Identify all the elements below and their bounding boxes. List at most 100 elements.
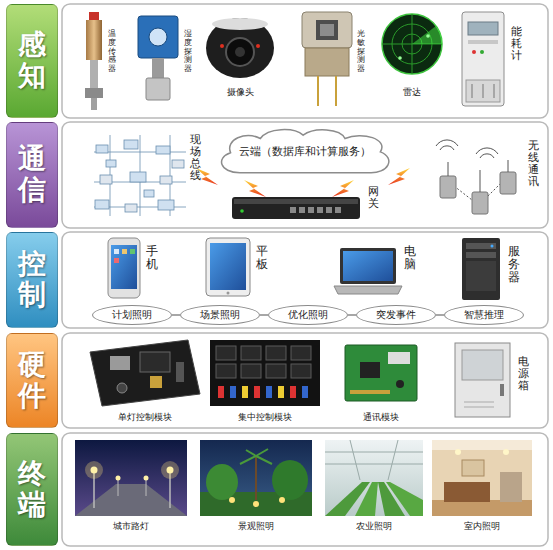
street-light-photo — [91, 467, 98, 474]
single-lamp-board — [117, 383, 127, 393]
energy-meter — [462, 12, 504, 106]
street-light-photo — [75, 440, 187, 516]
central-control-board — [291, 346, 311, 360]
wireless-nodes — [440, 146, 454, 150]
light-sensor — [335, 76, 337, 106]
street-light-photo — [75, 440, 187, 516]
power-cabinet — [462, 350, 503, 380]
component-label: 服务器 — [508, 245, 520, 285]
layer-title: 控制 — [18, 249, 46, 311]
street-light-photo — [118, 478, 119, 496]
indoor-light-photo — [432, 440, 532, 516]
layer-title: 硬件 — [18, 350, 46, 412]
agriculture-light-photo — [325, 452, 423, 453]
street-light-photo — [161, 461, 179, 479]
component-label: 能耗计 — [511, 26, 522, 62]
landscape-light-photo — [240, 449, 272, 464]
indoor-light-photo — [455, 449, 461, 455]
radar — [412, 26, 442, 44]
power-cabinet — [455, 343, 510, 417]
layer-band: 控制 — [6, 232, 58, 328]
communication-board — [345, 345, 417, 401]
central-control-board — [210, 340, 320, 406]
temperature-sensor — [85, 88, 103, 98]
chain-connector — [172, 314, 180, 316]
street-light-photo — [167, 467, 174, 474]
phone — [111, 245, 137, 289]
gateway-device — [335, 207, 341, 213]
phone — [114, 249, 119, 254]
humidity-detector — [138, 16, 178, 58]
fieldbus-network — [94, 135, 186, 216]
energy-meter — [480, 50, 484, 54]
central-control-board — [278, 386, 284, 398]
humidity-detector — [152, 58, 164, 78]
landscape-light-photo — [206, 464, 238, 500]
camera-dome — [256, 44, 260, 48]
phone — [114, 258, 119, 263]
temperature-sensor — [85, 12, 103, 110]
communication-board — [396, 380, 404, 388]
single-lamp-board — [140, 352, 170, 372]
fieldbus-network — [158, 200, 174, 210]
light-sensor — [305, 48, 349, 76]
landscape-light-photo — [255, 456, 257, 500]
node-text: 云端（数据库和计算服务） — [239, 144, 371, 159]
component-label: 电脑 — [404, 245, 416, 271]
fieldbus-network — [100, 175, 112, 184]
node-text: 智慧推理 — [464, 308, 504, 322]
wireless-nodes — [454, 186, 472, 200]
indoor-light-photo — [500, 472, 522, 502]
component-label: 摄像头 — [227, 86, 254, 99]
camera-dome — [220, 44, 224, 48]
component-label: 平板 — [256, 245, 268, 271]
light-sensor — [316, 20, 338, 40]
power-cabinet — [455, 343, 510, 417]
central-control-board — [216, 346, 236, 360]
power-cabinet — [500, 384, 504, 396]
chain-connector — [436, 314, 444, 316]
single-lamp-board — [90, 340, 200, 406]
component-label: 室内照明 — [464, 520, 500, 533]
function-oval: 智慧推理 — [444, 305, 524, 325]
row-panel — [62, 4, 548, 546]
component-label: 温度传感器 — [108, 30, 116, 74]
wireless-nodes — [488, 184, 500, 196]
laptop — [334, 248, 402, 294]
street-light-photo — [144, 476, 149, 481]
lightning-bolt — [244, 180, 266, 197]
fieldbus-network — [96, 145, 108, 153]
row-panel — [62, 333, 548, 428]
energy-meter — [468, 22, 498, 35]
central-control-board — [254, 386, 260, 398]
single-lamp-board — [176, 362, 184, 382]
humidity-detector — [138, 16, 178, 100]
temperature-sensor — [89, 12, 99, 20]
fieldbus-network — [130, 172, 146, 182]
agriculture-light-photo — [325, 440, 423, 516]
central-control-board — [210, 340, 320, 406]
fieldbus-network — [124, 140, 138, 149]
fieldbus-network — [156, 146, 170, 154]
central-control-board — [218, 386, 224, 398]
function-oval: 计划照明 — [92, 305, 172, 325]
server — [491, 245, 494, 248]
communication-board — [350, 390, 390, 394]
landscape-light-photo — [253, 501, 259, 507]
central-control-board — [302, 386, 308, 398]
wireless-nodes — [480, 170, 481, 192]
wireless-nodes — [440, 176, 456, 198]
agriculture-light-photo — [350, 440, 360, 480]
server — [462, 238, 500, 300]
layer-band: 通信 — [6, 122, 58, 228]
communication-board — [388, 352, 410, 364]
camera-dome — [206, 18, 274, 78]
fieldbus-network — [125, 204, 137, 212]
tablet — [206, 238, 250, 296]
component-label: 无线通讯 — [528, 140, 539, 188]
temperature-sensor — [86, 20, 102, 60]
energy-meter — [483, 84, 484, 98]
gateway-device — [232, 197, 360, 219]
row-panel — [62, 122, 548, 228]
